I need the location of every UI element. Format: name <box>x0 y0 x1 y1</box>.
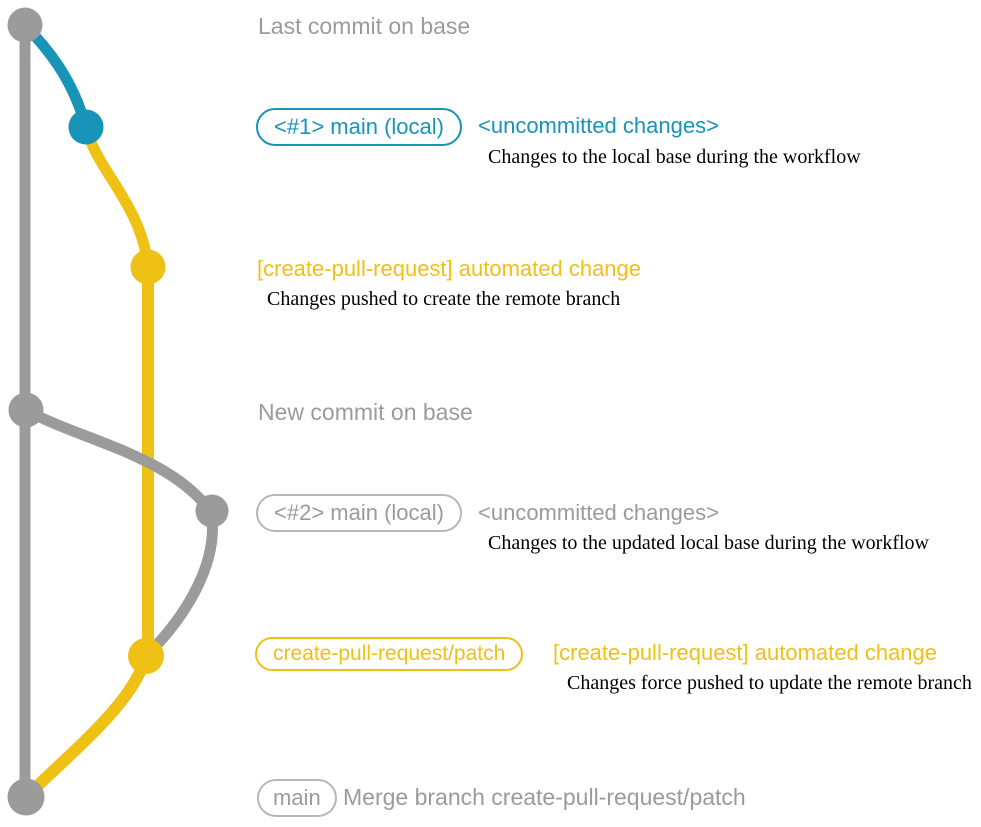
branch-ref-main-label: main <box>273 785 321 810</box>
commit-node-new-base <box>8 392 44 428</box>
label-last-commit-on-base: Last commit on base <box>258 13 471 39</box>
rebased-local-main-edge <box>20 404 218 662</box>
branch-ref-main-local-2: <#2> main (local) <box>256 494 462 532</box>
commit-node-create-pull-request-1 <box>130 249 166 285</box>
local-main-branch-edge <box>19 19 92 133</box>
branch-ref-create-pull-request-patch-label: create-pull-request/patch <box>273 642 506 665</box>
commit-message-merge-branch: Merge branch create-pull-request/patch <box>343 784 746 810</box>
commit-message-automated-change-2: [create-pull-request] automated change <box>553 640 938 665</box>
status-uncommitted-changes-1: <uncommitted changes> <box>478 113 719 138</box>
commit-node-local-main-1 <box>68 109 104 145</box>
commit-node-last-base <box>7 7 43 43</box>
create-pull-request-branch-edge-1 <box>80 121 154 273</box>
commit-message-automated-change-1: [create-pull-request] automated change <box>257 256 642 281</box>
branch-ref-create-pull-request-patch: create-pull-request/patch <box>255 637 524 671</box>
branch-ref-main: main <box>257 779 337 817</box>
commit-node-merge <box>7 778 45 816</box>
desc-force-pushed-update-remote-branch: Changes force pushed to update the remot… <box>567 672 972 694</box>
label-new-commit-on-base: New commit on base <box>258 399 473 425</box>
commit-node-create-pull-request-2 <box>128 638 164 674</box>
branch-ref-main-local-1-label: <#1> main (local) <box>274 114 444 139</box>
desc-local-base-changes: Changes to the local base during the wor… <box>488 146 861 168</box>
git-graph <box>7 7 229 816</box>
commit-node-local-main-2 <box>195 494 229 528</box>
branch-ref-main-local-2-label: <#2> main (local) <box>274 500 444 525</box>
desc-updated-local-base-changes: Changes to the updated local base during… <box>488 532 929 554</box>
merge-edge <box>20 650 152 803</box>
status-uncommitted-changes-2: <uncommitted changes> <box>478 500 719 525</box>
desc-pushed-create-remote-branch: Changes pushed to create the remote bran… <box>267 288 621 310</box>
branch-ref-main-local-1: <#1> main (local) <box>256 108 462 146</box>
